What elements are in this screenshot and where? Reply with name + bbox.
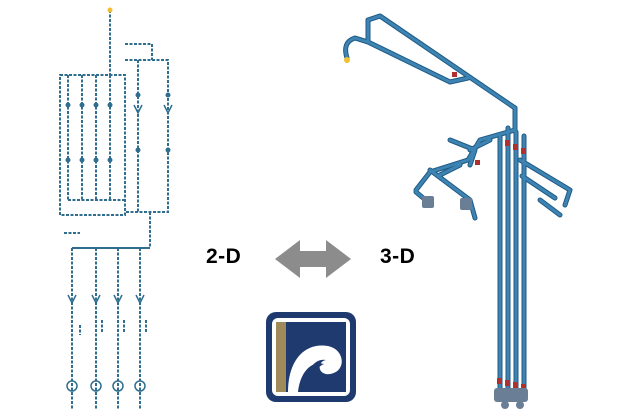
left-manifold bbox=[59, 74, 126, 216]
label-3d: 3-D bbox=[380, 245, 416, 268]
label-2d: 2-D bbox=[206, 245, 242, 268]
upper-branch bbox=[125, 43, 153, 60]
right-loop bbox=[125, 59, 169, 213]
